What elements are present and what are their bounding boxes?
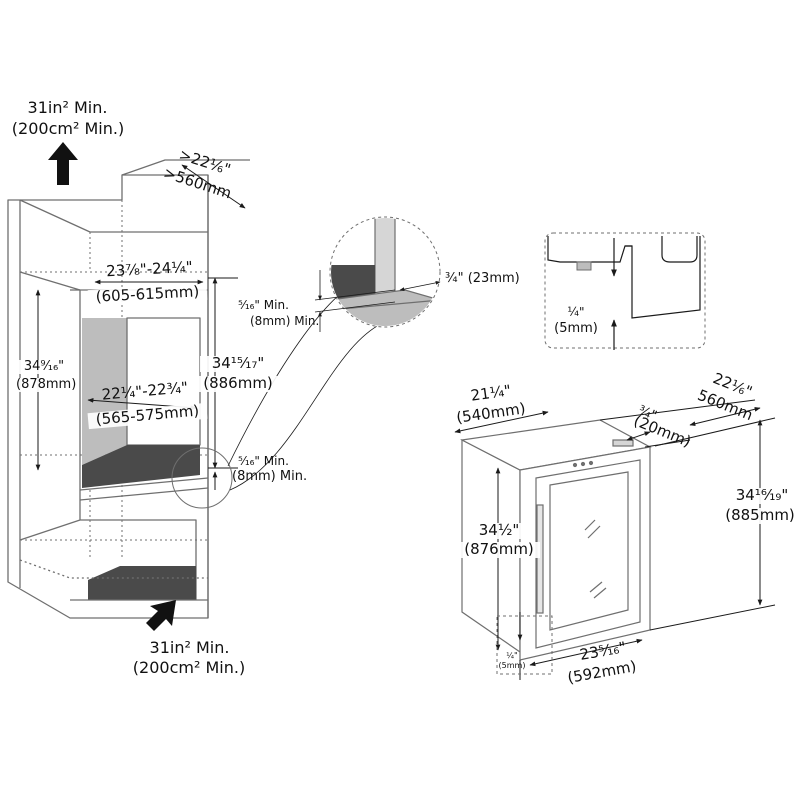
cabinet-bottom-gap-in: ⁵⁄₁₆" Min. [238,454,289,468]
cabinet-height-left-in: 34⁹⁄₁₆" [18,360,70,374]
vent-opening [88,566,196,600]
diagonal-arrow-icon [146,600,176,631]
detail-gap-mm: (8mm) Min. [250,314,320,328]
control-panel-icon [572,460,594,468]
foot-detail-mm: (5mm) [554,321,598,336]
foot-callout-box [496,615,553,675]
cabinet-height-right-in: 34¹⁵⁄₁₇" [200,355,276,372]
detail-gap-in: ⁵⁄₁₆" Min. [238,298,289,312]
appliance-foot-in: ¼" [506,651,518,660]
foot-detail-in: ¼" [567,305,585,319]
appliance-height-mm: (876mm) [458,541,540,558]
detail-offset: ¾" (23mm) [445,271,520,286]
appliance-foot-mm: (5mm) [498,661,526,670]
cabinet-height-right-mm: (886mm) [198,375,278,392]
appliance-dimensions [454,399,776,680]
cabinet-height-left-mm: (878mm) [14,377,77,392]
top-vent-area-cm: (200cm² Min.) [11,119,125,138]
up-arrow-icon [48,142,78,185]
appliance-total-height-mm: (885mm) [718,507,800,524]
foot-detail [544,232,706,350]
appliance-total-height-in: 34¹⁶⁄₁₉" [722,487,800,504]
bottom-vent-area-cm: (200cm² Min.) [132,658,246,677]
appliance-height-in: 34½" [464,522,534,539]
top-vent-area-in: 31in² Min. [27,98,108,117]
glass-panel [549,471,629,631]
door-handle [536,504,544,614]
detail-marker-circle [171,447,233,509]
cabinet-bottom-gap-mm: (8mm) Min. [232,469,308,484]
cabinet-floor [82,445,200,488]
detail-zoom [314,216,441,332]
bottom-vent-area-in: 31in² Min. [149,638,230,657]
